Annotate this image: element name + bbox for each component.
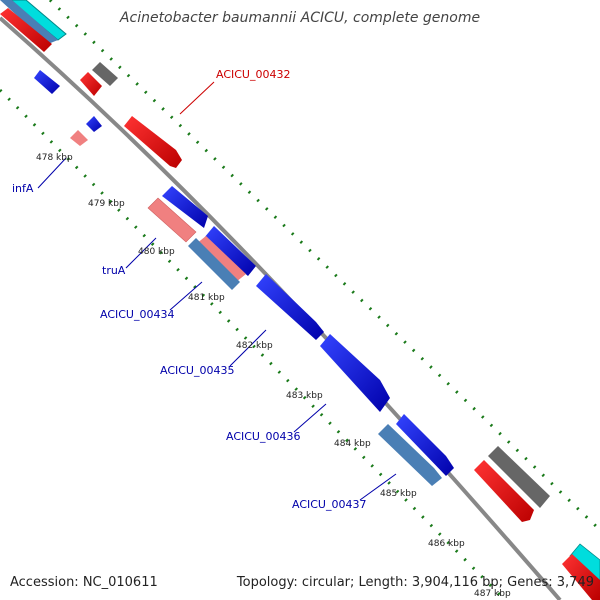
genome-backbone xyxy=(0,16,562,600)
accession-text: Accession: NC_010611 xyxy=(10,575,158,590)
tick-ring-outer xyxy=(48,0,600,532)
label-truA[interactable]: truA xyxy=(102,264,126,277)
feature-blue-small-2 xyxy=(86,116,102,132)
label-ACICU_00432[interactable]: ACICU_00432 xyxy=(216,68,290,81)
tick-label-480: 480 kbp xyxy=(138,247,175,257)
gene-truA[interactable] xyxy=(147,197,197,243)
label-ACICU_00437[interactable]: ACICU_00437 xyxy=(292,498,366,511)
gene-labels: ACICU_00432 infA truA ACICU_00434 ACICU_… xyxy=(12,68,366,511)
tick-label-484: 484 kbp xyxy=(334,439,371,449)
gene-ACICU_00432[interactable] xyxy=(124,116,182,168)
gene-ACICU_00436[interactable] xyxy=(320,334,390,412)
label-leaders xyxy=(37,81,397,501)
gene-ACICU_00437[interactable] xyxy=(378,424,442,486)
gene-blue-240[interactable] xyxy=(204,226,256,276)
tick-label-486: 486 kbp xyxy=(428,539,465,549)
gene-blue-200[interactable] xyxy=(162,186,208,228)
feature-red-small-1 xyxy=(80,72,102,96)
tick-label-483: 483 kbp xyxy=(286,391,323,401)
gene-pink-260[interactable] xyxy=(196,236,246,282)
feature-grey-1 xyxy=(92,62,118,86)
feature-red-bottom xyxy=(474,460,534,522)
genome-summary-text: Topology: circular; Length: 3,904,116 bp… xyxy=(236,575,594,590)
label-ACICU_00436[interactable]: ACICU_00436 xyxy=(226,430,300,443)
tick-label-478: 478 kbp xyxy=(36,153,73,163)
label-ACICU_00435[interactable]: ACICU_00435 xyxy=(160,364,234,377)
tick-label-482: 482 kbp xyxy=(236,341,273,351)
feature-pink-small xyxy=(70,130,88,146)
gene-ACICU_00434[interactable] xyxy=(188,238,240,290)
tick-label-481: 481 kbp xyxy=(188,293,225,303)
gene-ACICU_00435[interactable] xyxy=(256,274,324,340)
tick-label-479: 479 kbp xyxy=(88,199,125,209)
label-ACICU_00434[interactable]: ACICU_00434 xyxy=(100,308,174,321)
feature-red-bottom-2 xyxy=(562,554,600,600)
tick-label-485: 485 kbp xyxy=(380,489,417,499)
feature-steel-top xyxy=(0,0,58,44)
feature-red-top xyxy=(0,8,52,52)
tick-label-487: 487 kbp xyxy=(474,589,511,599)
page-title: Acinetobacter baumannii ACICU, complete … xyxy=(119,10,480,26)
gene-blue-430[interactable] xyxy=(396,414,454,476)
tick-labels: 478 kbp 479 kbp 480 kbp 481 kbp 482 kbp … xyxy=(36,153,511,599)
feature-blue-small-1 xyxy=(34,70,60,94)
feature-grey-bottom xyxy=(488,446,550,508)
label-infA[interactable]: infA xyxy=(12,182,34,195)
